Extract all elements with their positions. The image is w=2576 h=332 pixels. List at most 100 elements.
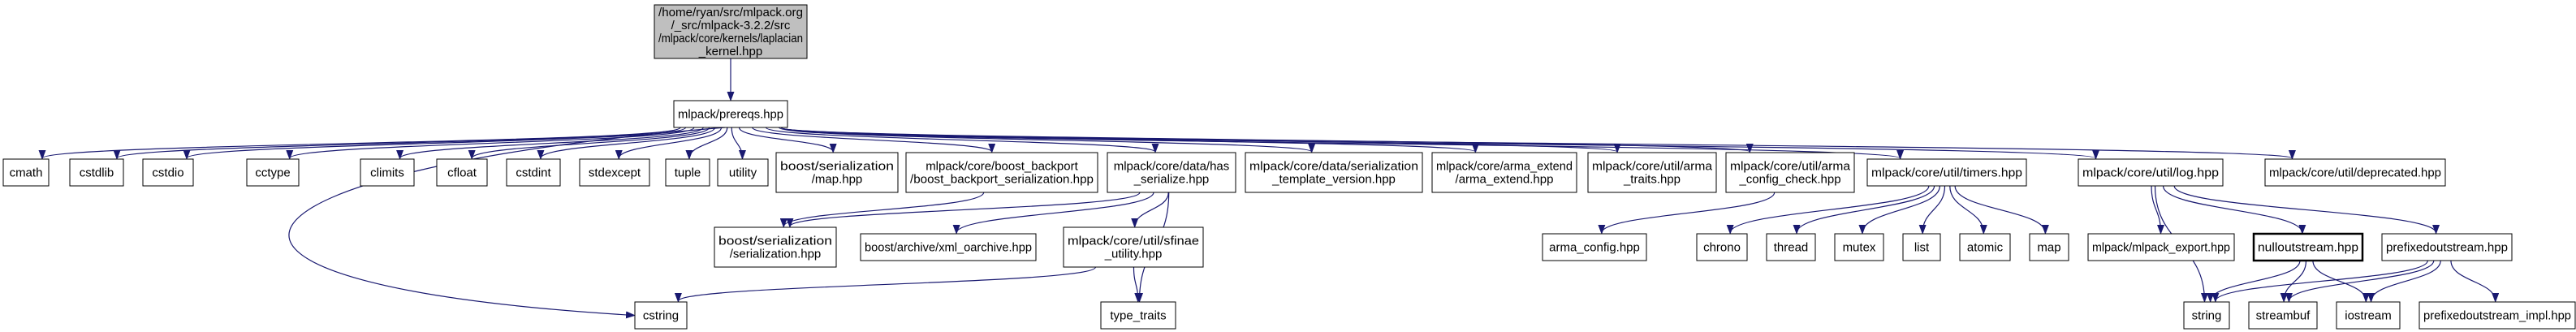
node-label: mlpack/core/util/timers.hpp [1871, 166, 2022, 180]
node-chrono: chrono [1696, 233, 1748, 261]
edge-prereqs--cstdio [183, 127, 687, 160]
node-label: boost/serialization [780, 160, 894, 174]
node-cstring: cstring [634, 301, 688, 330]
node-label: cfloat [447, 166, 477, 180]
node-timers[interactable]: mlpack/core/util/timers.hpp [1866, 158, 2027, 187]
node-label: mlpack/core/util/arma [1592, 160, 1713, 174]
node-box[interactable] [1107, 152, 1236, 193]
node-label: type_traits [1110, 309, 1166, 323]
node-prefixedoutstream[interactable]: prefixedoutstream.hpp [2381, 233, 2513, 261]
node-label: streambuf [2256, 309, 2311, 323]
edge-prereqs--cstring [288, 127, 726, 319]
node-box [142, 158, 194, 187]
node-box[interactable] [2381, 233, 2513, 261]
node-utility: utility [717, 158, 769, 187]
node-box[interactable] [654, 4, 808, 59]
node-box[interactable] [2264, 158, 2446, 187]
edge-prefixedoutstream--prefixedoutstream-impl [2450, 260, 2500, 303]
node-label: tuple [675, 166, 701, 180]
node-label: prefixedoutstream_impl.hpp [2423, 309, 2571, 323]
node-box[interactable] [1587, 152, 1717, 193]
node-box [2183, 301, 2230, 330]
node-box [246, 158, 300, 187]
node-label: _traits.hpp [1623, 173, 1681, 187]
node-boost-backport-serialization[interactable]: mlpack/core/boost_backport/boost_backpor… [905, 152, 1098, 193]
node-box [717, 158, 769, 187]
node-box[interactable] [2252, 232, 2364, 262]
edge-prefixedoutstream--streambuf [2285, 260, 2435, 303]
node-box[interactable] [2419, 301, 2576, 330]
node-type-traits: type_traits [1100, 301, 1176, 330]
node-label: cmath [10, 166, 43, 180]
node-label: _config_check.hpp [1738, 173, 1840, 187]
node-label: list [1914, 241, 1930, 255]
node-box [2087, 233, 2235, 261]
node-iostream: iostream [2336, 301, 2401, 330]
node-label: mlpack/prereqs.hpp [678, 108, 783, 122]
node-cmath: cmath [2, 158, 50, 187]
node-has-serialize[interactable]: mlpack/core/data/has_serialize.hpp [1107, 152, 1236, 193]
node-box [2248, 301, 2318, 330]
node-box [665, 158, 710, 187]
edge-prefixedoutstream--iostream [2367, 260, 2441, 303]
node-box[interactable] [1063, 226, 1204, 268]
node-box[interactable] [1245, 152, 1423, 193]
node-cfloat: cfloat [436, 158, 488, 187]
node-prefixedoutstream-impl[interactable]: prefixedoutstream_impl.hpp [2419, 301, 2576, 330]
node-arma-config: arma_config.hpp [1542, 233, 1647, 261]
node-box [579, 158, 650, 187]
node-label: mlpack/core/util/deprecated.hpp [2269, 166, 2441, 180]
node-label: mlpack/core/arma_extend [1436, 160, 1573, 174]
node-label: arma_config.hpp [1549, 241, 1640, 255]
node-laplacian[interactable]: /home/ryan/src/mlpack.org/_src/mlpack-3.… [654, 4, 808, 59]
edge-prereqs--cstdint [537, 127, 716, 160]
node-label: mlpack/core/util/arma [1730, 160, 1851, 174]
edge-timers--chrono [1726, 185, 1930, 235]
node-prereqs[interactable]: mlpack/prereqs.hpp [673, 100, 788, 128]
edge-sfinae-utility--type-traits [1133, 266, 1142, 303]
edge-prereqs--tuple [685, 127, 728, 160]
node-sfinae-utility[interactable]: mlpack/core/util/sfinae_utility.hpp [1063, 226, 1204, 268]
node-label: /serialization.hpp [730, 248, 822, 261]
edge-nulloutstream--streambuf [2280, 260, 2307, 303]
node-log[interactable]: mlpack/core/util/log.hpp [2078, 158, 2224, 187]
edge-timers--mutex [1858, 185, 1940, 235]
node-arma-traits[interactable]: mlpack/core/util/arma_traits.hpp [1587, 152, 1717, 193]
node-box [1959, 233, 2011, 261]
edge-timers--atomic [1949, 185, 1987, 235]
node-box[interactable] [1725, 152, 1855, 193]
edge-timers--list [1918, 185, 1946, 235]
node-box[interactable] [1431, 152, 1577, 193]
node-arma-extend[interactable]: mlpack/core/arma_extend/arma_extend.hpp [1431, 152, 1577, 193]
node-label: /arma_extend.hpp [1456, 173, 1554, 187]
edge-boost-backport-serialization--boost-serialization-serialization [779, 192, 985, 228]
node-label: stdexcept [589, 166, 641, 180]
node-cctype: cctype [246, 158, 300, 187]
node-box[interactable] [1866, 158, 2027, 187]
node-boost-serialization-serialization: boost/serialization/serialization.hpp [714, 226, 837, 268]
edge-timers--thread [1793, 185, 1935, 235]
node-nulloutstream[interactable]: nulloutstream.hpp [2252, 232, 2364, 262]
node-label: /boost_backport_serialization.hpp [910, 173, 1094, 187]
node-label: _template_version.hpp [1271, 173, 1396, 187]
node-box[interactable] [905, 152, 1098, 193]
node-deprecated[interactable]: mlpack/core/util/deprecated.hpp [2264, 158, 2446, 187]
node-box [1100, 301, 1176, 330]
node-label: cctype [255, 166, 290, 180]
edge-prereqs--cstdlib [113, 127, 681, 160]
node-box [714, 226, 837, 268]
node-thread: thread [1766, 233, 1816, 261]
node-box[interactable] [673, 100, 788, 128]
node-arma-config-check[interactable]: mlpack/core/util/arma_config_check.hpp [1725, 152, 1855, 193]
node-label: mlpack/core/data/serialization [1249, 160, 1418, 174]
node-label: mlpack/core/util/log.hpp [2082, 166, 2219, 180]
edge-has-serialize--boost-archive-xml-oarchive [952, 192, 1154, 235]
node-box[interactable] [2078, 158, 2224, 187]
edge-sfinae-utility--cstring [675, 266, 1097, 303]
node-serialization-template-version[interactable]: mlpack/core/data/serialization_template_… [1245, 152, 1423, 193]
node-boost-serialization-map: boost/serialization/map.hpp [775, 152, 899, 193]
node-label: utility [729, 166, 757, 180]
node-cstdio: cstdio [142, 158, 194, 187]
node-box [506, 158, 561, 187]
node-label: /_src/mlpack-3.2.2/src [671, 19, 791, 32]
